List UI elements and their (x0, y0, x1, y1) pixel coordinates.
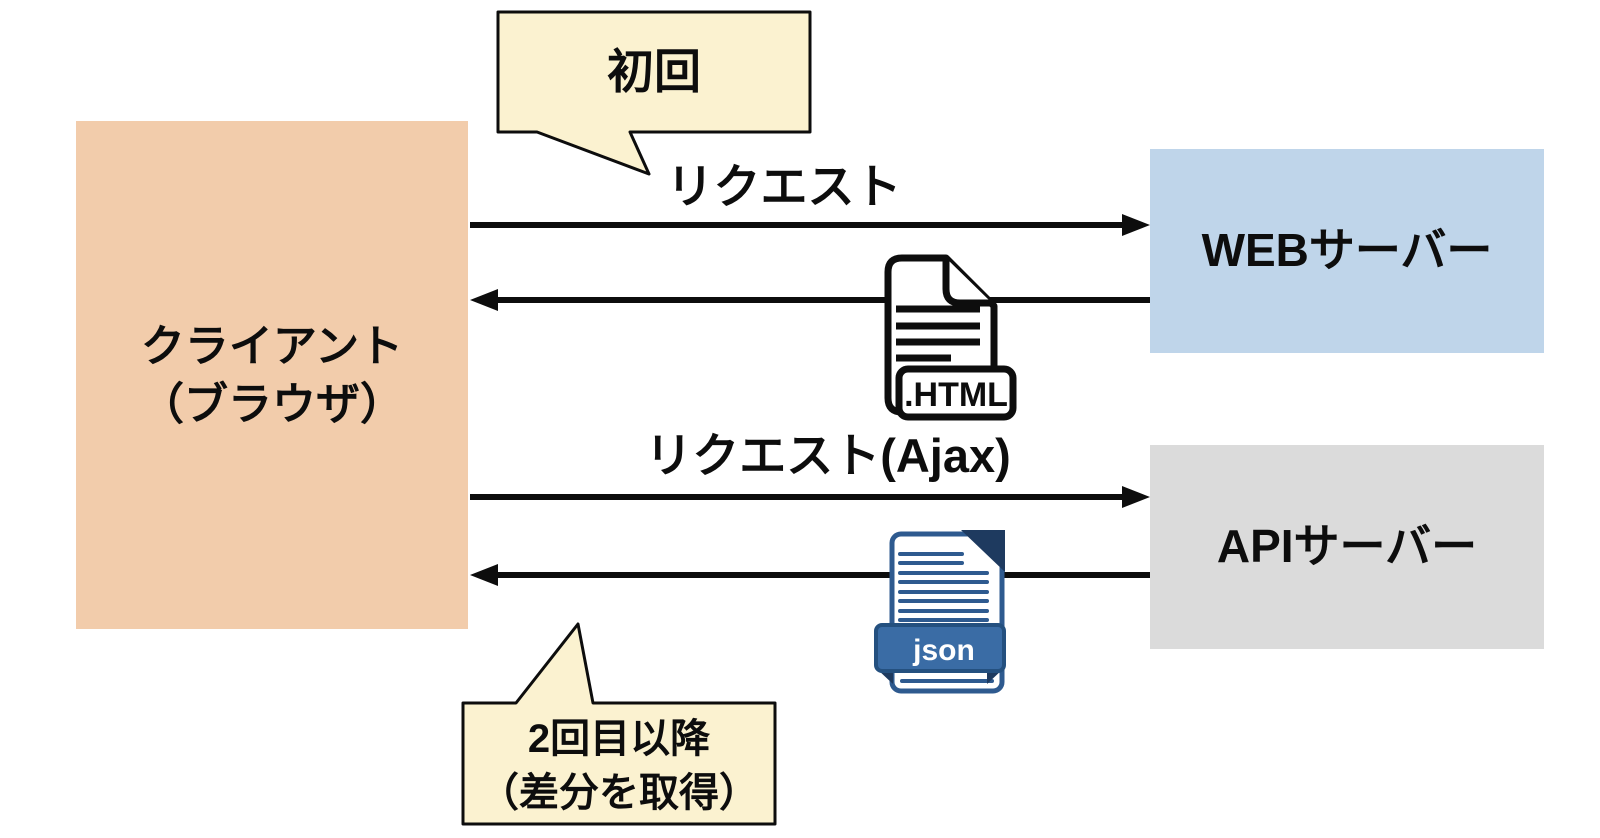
callout-first-bubble (496, 10, 812, 176)
api-server-label: APIサーバー (1217, 520, 1477, 572)
web-server-box (1150, 149, 1544, 353)
callout-repeat-label-line2: （差分を取得） (479, 771, 759, 815)
html-file-icon: .HTML (884, 254, 1017, 421)
api-server-box (1150, 445, 1544, 649)
callout-repeat-visit: 2回目以降 （差分を取得） (461, 622, 777, 826)
api-response-arrowhead-icon (470, 564, 498, 586)
client-label-line1: クライアント (141, 322, 403, 371)
html-doc-fold-icon (942, 258, 992, 307)
callout-first-visit: 初回 (496, 10, 812, 176)
json-doc-fold-icon (961, 530, 1005, 572)
api-response-arrow (470, 564, 1150, 586)
web-response-arrow (470, 289, 1150, 311)
client-label-line2: （ブラウザ） (140, 379, 404, 429)
callout-first-label: 初回 (607, 45, 701, 98)
callout-repeat-bubble (461, 622, 777, 826)
json-file-icon: json (874, 530, 1006, 694)
web-response-arrowhead-icon (470, 289, 498, 311)
client-box (76, 121, 468, 629)
api-request-arrowhead-icon (1122, 486, 1150, 508)
callout-repeat-label-line1: 2回目以降 (528, 717, 710, 761)
web-request-arrowhead-icon (1122, 214, 1150, 236)
json-banner-label: json (912, 634, 975, 667)
json-banner (874, 623, 1006, 673)
web-request-arrow (470, 214, 1150, 236)
web-server-label: WEBサーバー (1202, 224, 1493, 276)
api-request-label: リクエスト(Ajax) (645, 429, 1011, 482)
api-request-arrow (470, 486, 1150, 508)
html-doc-badge (895, 365, 1017, 421)
web-request-label: リクエスト (667, 160, 902, 213)
html-doc-badge-label: .HTML (904, 376, 1008, 414)
